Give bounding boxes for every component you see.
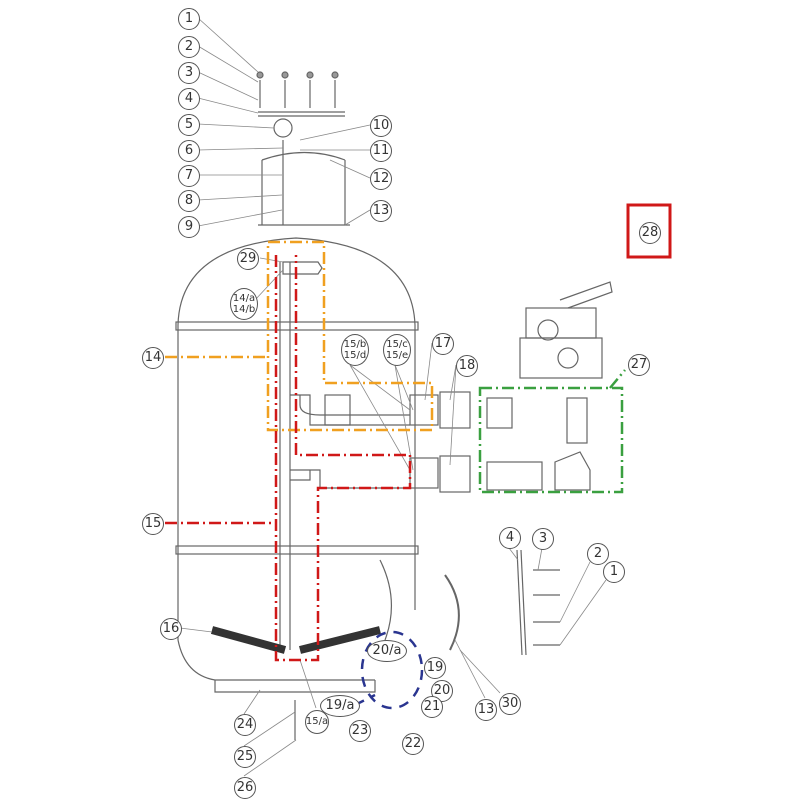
callout-c26: 26: [234, 777, 256, 799]
callout-label: 10: [372, 117, 390, 133]
callout-c22: 22: [402, 733, 424, 755]
group-15-outline: [165, 255, 412, 662]
laterals: [210, 626, 381, 654]
callout-label: 26: [236, 779, 254, 795]
callout-label: 21: [423, 698, 441, 714]
callout-label: 2: [184, 38, 194, 54]
callout-label: 25: [236, 748, 254, 764]
callout-label: 30: [501, 695, 519, 711]
callout-label: 5: [184, 116, 194, 132]
callout-label: 3: [538, 530, 548, 546]
callout-label: 27: [630, 356, 648, 372]
callout-label: 1: [184, 10, 194, 26]
callout-label: 3: [184, 64, 194, 80]
callout-c15a: 15/a: [305, 710, 329, 734]
callout-c9: 9: [178, 216, 200, 238]
callout-label: 15/e: [385, 350, 409, 361]
callout-c21: 21: [421, 696, 443, 718]
callout-c20a: 20/a: [367, 640, 407, 662]
callout-c28: 28: [639, 222, 661, 244]
callout-c1: 1: [178, 8, 200, 30]
callout-label: 4: [184, 90, 194, 106]
callout-c17: 17: [432, 333, 454, 355]
callout-c4: 4: [178, 88, 200, 110]
callout-c1r: 1: [603, 561, 625, 583]
callout-label: 23: [351, 722, 369, 738]
callout-c18: 18: [456, 355, 478, 377]
leader-lines: [179, 17, 607, 777]
callout-c19: 19: [424, 657, 446, 679]
callout-label: 14: [144, 349, 162, 365]
callout-c12: 12: [370, 168, 392, 190]
callout-label: 18: [458, 357, 476, 373]
callout-label: 20: [433, 682, 451, 698]
callout-label: 8: [184, 192, 194, 208]
group-14-outline: [165, 240, 434, 432]
callout-label: 14/a: [232, 292, 256, 304]
callout-label: 12: [372, 170, 390, 186]
callout-label: 19: [426, 659, 444, 675]
callout-label: 16: [162, 620, 180, 636]
callout-label: 15/b: [343, 338, 367, 350]
callout-label: 15: [144, 515, 162, 531]
callout-label: 13: [372, 202, 390, 218]
callout-label: 13: [477, 701, 495, 717]
callout-c25: 25: [234, 746, 256, 768]
callout-label: 4: [505, 529, 515, 545]
callout-label: 19/a: [325, 697, 355, 713]
callout-label: 29: [239, 250, 257, 266]
callout-c19a: 19/a: [320, 695, 360, 717]
callout-c16: 16: [160, 618, 182, 640]
callout-c4r: 4: [499, 527, 521, 549]
callout-label: 11: [372, 142, 390, 158]
callout-c27: 27: [628, 354, 650, 376]
callout-c15: 15: [142, 513, 164, 535]
callout-label: 7: [184, 167, 194, 183]
callout-label: 28: [641, 224, 659, 240]
callout-c13: 13: [370, 200, 392, 222]
callout-label: 22: [404, 735, 422, 751]
callout-c14: 14: [142, 347, 164, 369]
highlight-box-28: [626, 203, 672, 259]
side-parts: [516, 549, 560, 656]
callout-c10: 10: [370, 115, 392, 137]
callout-c8: 8: [178, 190, 200, 212]
callout-label: 1: [609, 563, 619, 579]
callout-c6: 6: [178, 140, 200, 162]
callout-label: 15/c: [386, 338, 408, 350]
group-27-outline: [478, 369, 626, 494]
callout-label: 15/a: [305, 716, 329, 728]
callout-c2r: 2: [587, 543, 609, 565]
callout-label: 2: [593, 545, 603, 561]
callout-c11: 11: [370, 140, 392, 162]
callout-label: 6: [184, 142, 194, 158]
callout-c24: 24: [234, 714, 256, 736]
callout-label: 14/b: [232, 304, 256, 315]
callout-c7: 7: [178, 165, 200, 187]
callout-label: 17: [434, 335, 452, 351]
callout-label: 20/a: [372, 642, 402, 658]
callout-label: 24: [236, 716, 254, 732]
callout-c29: 29: [237, 248, 259, 270]
callout-c3r: 3: [532, 528, 554, 550]
callout-c2: 2: [178, 36, 200, 58]
filter-tank: [175, 237, 471, 740]
callout-c30: 30: [499, 693, 521, 715]
callout-c5: 5: [178, 114, 200, 136]
callout-c3: 3: [178, 62, 200, 84]
callout-label: 9: [184, 218, 194, 234]
multiport-valve: [486, 281, 613, 491]
callout-label: 15/d: [343, 350, 367, 361]
callout-c23: 23: [349, 720, 371, 742]
callout-c13b: 13: [475, 699, 497, 721]
